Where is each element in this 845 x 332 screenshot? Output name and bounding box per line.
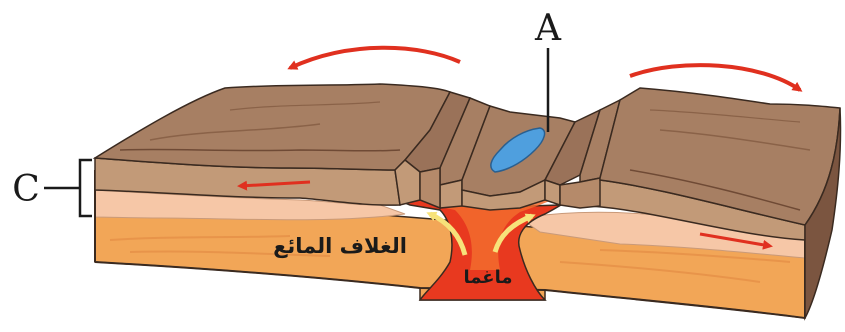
label-c-group: C [12, 160, 92, 216]
left-plate-top [95, 84, 450, 170]
label-magma: ماغما [463, 267, 512, 288]
label-a-group: A [534, 8, 562, 132]
divergence-arrow-left [290, 48, 460, 68]
label-c-bracket [80, 160, 92, 216]
label-a: A [534, 8, 562, 49]
label-mantle: الغلاف المائع [273, 234, 407, 258]
left-plate [95, 84, 450, 170]
label-c: C [12, 169, 40, 210]
divergence-arrow-right [630, 65, 800, 90]
